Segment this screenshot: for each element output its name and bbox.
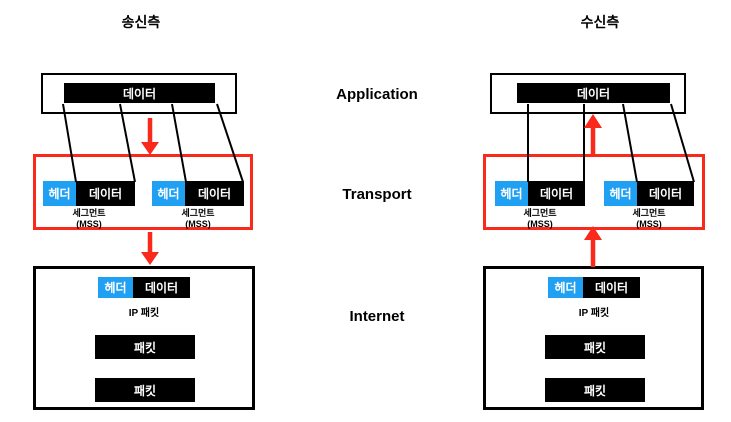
receiver-segment1-label: 세그먼트 (MSS) — [505, 208, 575, 230]
receiver-ip-data: 데이터 — [583, 277, 640, 298]
receiver-ip-packet-label: IP 패킷 — [578, 308, 610, 319]
segment-label-line2: (MSS) — [185, 219, 211, 229]
segment-label-line1: 세그먼트 — [181, 208, 215, 218]
sender-arrow-app-to-transport — [141, 118, 159, 155]
segment-label-line1: 세그먼트 — [632, 208, 666, 218]
sender-segment1-data: 데이터 — [76, 181, 135, 206]
sender-segment2-header: 헤더 — [152, 181, 185, 206]
receiver-segment1-header: 헤더 — [495, 181, 528, 206]
sender-title: 송신측 — [121, 14, 161, 30]
sender-ip-header: 헤더 — [98, 277, 133, 298]
layer-label-internet: Internet — [349, 308, 405, 325]
receiver-segment2-header: 헤더 — [604, 181, 637, 206]
receiver-segment1-data: 데이터 — [528, 181, 585, 206]
segment-label-line2: (MSS) — [76, 219, 102, 229]
receiver-arrow-internet-to-transport — [584, 226, 602, 267]
segment-label-line1: 세그먼트 — [523, 208, 557, 218]
sender-packet1-bar: 패킷 — [95, 335, 195, 359]
sender-transport-box — [33, 154, 253, 230]
sender-segment1-header: 헤더 — [43, 181, 76, 206]
receiver-segment2-data: 데이터 — [637, 181, 694, 206]
sender-arrow-transport-to-internet — [141, 232, 159, 265]
sender-packet2-bar: 패킷 — [95, 378, 195, 402]
segment-label-line2: (MSS) — [636, 219, 662, 229]
receiver-segment2-label: 세그먼트 (MSS) — [614, 208, 684, 230]
sender-segment1-label: 세그먼트 (MSS) — [54, 208, 124, 230]
receiver-title: 수신측 — [580, 14, 620, 30]
sender-ip-data: 데이터 — [133, 277, 190, 298]
sender-segment2-data: 데이터 — [185, 181, 244, 206]
sender-segment2-label: 세그먼트 (MSS) — [163, 208, 233, 230]
receiver-ip-header: 헤더 — [548, 277, 583, 298]
layer-label-application: Application — [336, 86, 418, 103]
receiver-arrow-transport-to-app — [584, 114, 602, 157]
sender-application-data-bar: 데이터 — [64, 83, 215, 103]
receiver-application-data-bar: 데이터 — [517, 83, 670, 103]
segment-label-line2: (MSS) — [527, 219, 553, 229]
sender-ip-packet-label: IP 패킷 — [128, 308, 160, 319]
receiver-packet1-bar: 패킷 — [545, 335, 645, 359]
segment-label-line1: 세그먼트 — [72, 208, 106, 218]
layer-label-transport: Transport — [342, 186, 412, 203]
receiver-packet2-bar: 패킷 — [545, 378, 645, 402]
